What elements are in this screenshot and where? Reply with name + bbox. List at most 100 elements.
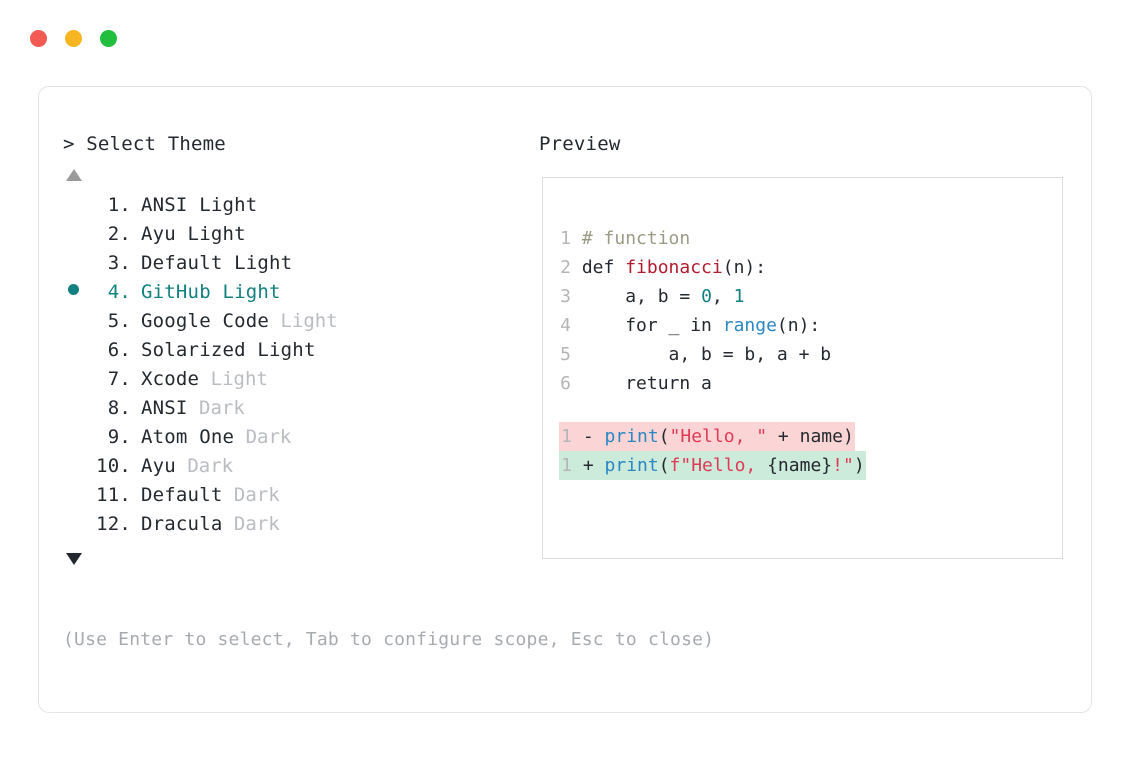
line-number: 2 [560,257,571,278]
code-token: (n): [722,257,767,278]
theme-item-name: Ayu Light [141,223,246,245]
theme-item-variant: Dark [222,484,280,506]
theme-item-variant: Light [199,368,268,390]
code-token: for _ in [581,315,723,336]
theme-item-number: 11. [96,484,131,506]
theme-list-item[interactable]: 2. Ayu Light [63,220,533,249]
theme-list-item[interactable]: 12. Dracula Dark [63,510,533,539]
diff-line-del: 1 - print("Hello, " + name) [559,422,866,451]
code-token: + name) [767,426,854,447]
theme-picker-card: > Select Theme 1. ANSI Light 2. Ayu Light 3.… [38,86,1092,713]
code-token: ( [658,426,670,447]
theme-item-name: Dracula [141,513,223,535]
code-token: return a [581,373,712,394]
theme-item-number: 3. [107,252,131,274]
theme-item-number: 2. [107,223,131,245]
preview-title: Preview [539,133,621,155]
theme-item-number: 4. [107,281,131,303]
theme-item-name: ANSI [141,397,188,419]
line-number: 1 [561,455,572,476]
code-token: 0 [701,286,712,307]
theme-item-name: Default [141,484,223,506]
code-token: print [604,455,659,476]
diff-highlight: 1 + print(f"Hello, {name}!") [559,451,866,480]
theme-item-number: 9. [107,426,131,448]
code-token: "Hello, " [669,426,768,447]
theme-list-item[interactable]: 4. GitHub Light [63,278,533,307]
close-button[interactable] [30,30,47,47]
gutter-space [571,228,582,249]
theme-item-name: Xcode [141,368,200,390]
theme-item-variant: Dark [187,397,245,419]
code-token: fibonacci [625,257,723,278]
theme-item-name: Atom One [141,426,235,448]
theme-list-item[interactable]: 5.Google Code Light [63,307,533,336]
line-number: 5 [560,344,571,365]
theme-item-number: 5. [107,310,131,332]
theme-list-item[interactable]: 7. Xcode Light [63,365,533,394]
scroll-down-icon[interactable] [66,553,82,565]
diff-highlight: 1 - print("Hello, " + name) [559,422,855,451]
theme-item-name: ANSI Light [141,194,258,216]
theme-list-item[interactable]: 8. ANSI Dark [63,394,533,423]
theme-item-number: 1. [107,194,131,216]
code-token: (n): [776,315,821,336]
code-token: , [711,286,734,307]
gutter-space [571,344,582,365]
line-number: 4 [560,315,571,336]
line-number: 1 [560,228,571,249]
theme-item-number: 12. [96,513,131,535]
gutter-space [571,315,582,336]
theme-item-name: GitHub Light [141,281,281,303]
code-token: 1 [733,286,745,307]
window-traffic-lights [30,30,117,47]
theme-list-item[interactable]: 10. Ayu Dark [63,452,533,481]
theme-item-name: Solarized Light [141,339,316,361]
theme-list: 1. ANSI Light 2. Ayu Light 3. Default Light 4.… [63,191,533,539]
diff-sign: - [572,426,605,447]
code-token: print [604,426,659,447]
code-line: 6 return a [559,369,866,398]
theme-item-number: 8. [107,397,131,419]
line-number: 6 [560,373,571,394]
theme-list-item[interactable]: 9.Atom One Dark [63,423,533,452]
minimize-button[interactable] [65,30,82,47]
selected-dot-icon [68,284,79,295]
code-line: 4 for _ in range(n): [559,311,866,340]
theme-item-variant: Dark [175,455,234,477]
theme-selector-pane: > Select Theme 1. ANSI Light 2. Ayu Light 3.… [63,131,533,565]
theme-list-item[interactable]: 3. Default Light [63,249,533,278]
line-number: 1 [561,426,572,447]
code-token: ) [853,455,865,476]
theme-list-item[interactable]: 6. Solarized Light [63,336,533,365]
code-token: ( [658,455,670,476]
theme-list-item[interactable]: 11. Default Dark [63,481,533,510]
code-line: 1 # function [559,224,866,253]
diff-line-add: 1 + print(f"Hello, {name}!") [559,451,866,480]
diff-separator [559,398,866,422]
code-token: a, b = [581,286,702,307]
card-columns: > Select Theme 1. ANSI Light 2. Ayu Light 3.… [39,87,1091,712]
code-line: 5 a, b = b, a + b [559,340,866,369]
code-line: 2 def fibonacci(n): [559,253,866,282]
gutter-space [571,373,582,394]
theme-list-item[interactable]: 1. ANSI Light [63,191,533,220]
theme-item-number: 10. [96,455,131,477]
theme-item-number: 7. [107,368,131,390]
prompt-marker: > [63,133,75,155]
theme-item-number: 6. [107,339,131,361]
scroll-up-icon[interactable] [66,169,82,181]
prompt-title: Select Theme [86,133,226,155]
theme-item-name: Ayu [141,455,176,477]
theme-item-name: Google Code [141,310,270,332]
code-token: range [722,315,777,336]
maximize-button[interactable] [100,30,117,47]
page-title: > Select Theme [63,131,533,157]
code-line: 3 a, b = 0, 1 [559,282,866,311]
theme-item-variant: Dark [222,513,280,535]
theme-item-name: Default Light [141,252,293,274]
gutter-space [571,286,582,307]
